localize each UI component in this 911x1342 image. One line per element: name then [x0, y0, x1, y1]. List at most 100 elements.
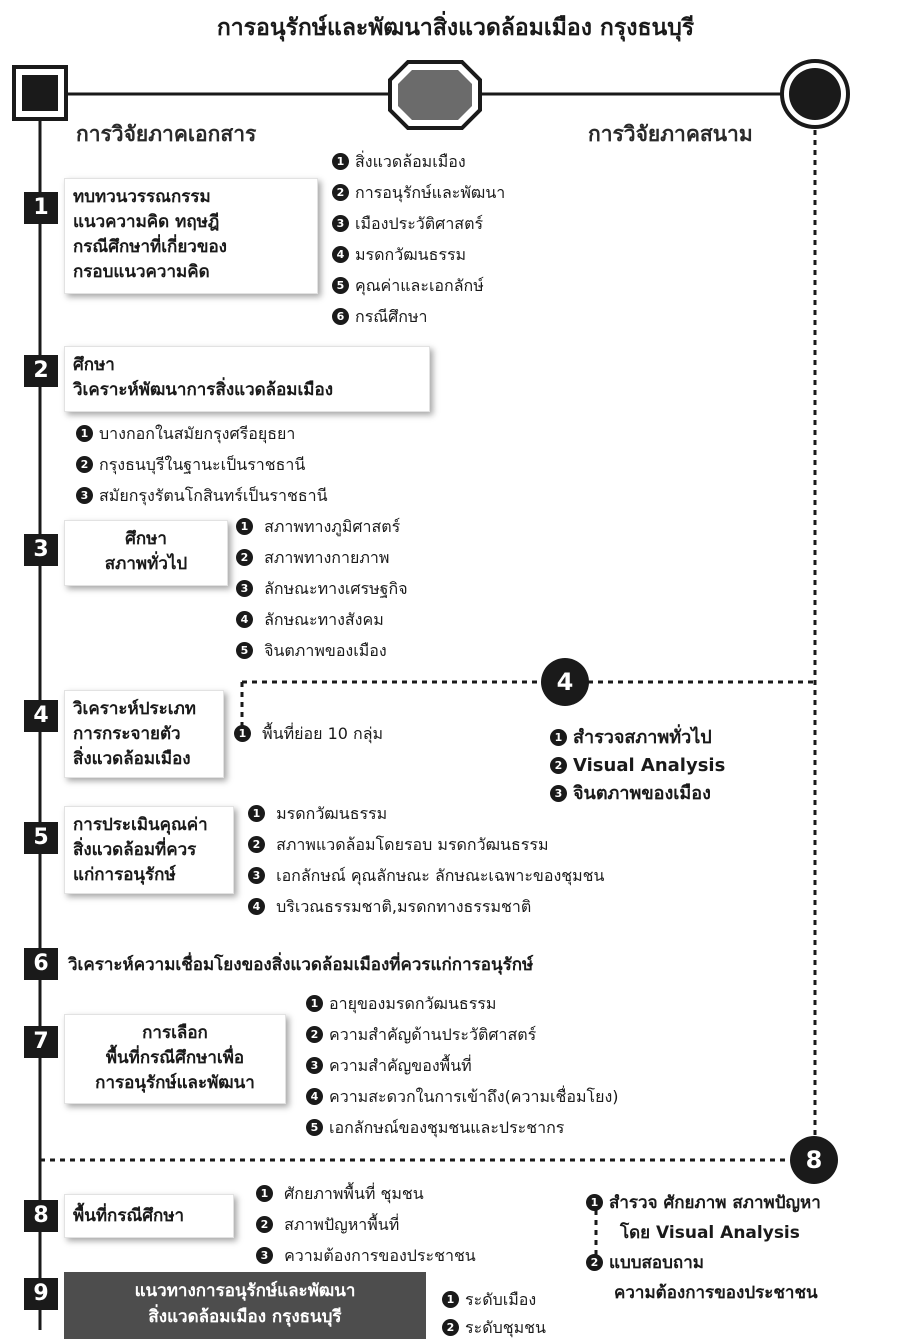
number-bullet-icon: 1 — [586, 1193, 603, 1211]
step-8-number: 8 — [24, 1200, 58, 1232]
step-4-line: วิเคราะห์ประเภท — [73, 699, 197, 719]
step-2-box: ศึกษา วิเคราะห์พัฒนาการสิ่งแวดล้อมเมือง — [64, 346, 430, 412]
number-bullet-icon: 3 — [236, 580, 253, 597]
list-item: 5 จินตภาพของเมือง — [236, 635, 408, 666]
step-8-list: 1 ศักยภาพพื้นที่ ชุมชน 2 สภาพปัญหาพื้นที… — [256, 1178, 476, 1271]
number-bullet-icon: 2 — [76, 456, 93, 473]
step-1-box: ทบทวนวรรณกรรม แนวความคิด ทฤษฎี กรณีศึกษา… — [64, 178, 318, 294]
number-bullet-icon: 6 — [332, 308, 349, 325]
step-3-line: ศึกษา — [125, 529, 167, 549]
list-item: 4 ลักษณะทางสังคม — [236, 604, 408, 635]
step-1-line: กรณีศึกษาที่เกี่ยวของ — [73, 237, 227, 257]
step-2-line: ศึกษา — [73, 355, 115, 375]
number-bullet-icon: 3 — [550, 784, 567, 802]
number-bullet-icon: 2 — [306, 1026, 323, 1043]
step-5-list: 1 มรดกวัฒนธรรม 2 สภาพแวดล้อมโดยรอบ มรดกว… — [248, 798, 604, 922]
number-bullet-icon: 1 — [550, 728, 567, 746]
step-3-number: 3 — [24, 534, 58, 566]
number-bullet-icon: 5 — [236, 642, 253, 659]
step-4-line: การกระจายตัว — [73, 724, 181, 744]
field-step-8-marker: 8 — [790, 1136, 838, 1184]
step-2-line: วิเคราะห์พัฒนาการสิ่งแวดล้อมเมือง — [73, 380, 334, 400]
step-9-line: แนวทางการอนุรักษ์และพัฒนา — [134, 1281, 356, 1301]
number-bullet-icon: 3 — [306, 1057, 323, 1074]
list-item: 3 ความต้องการของประชาชน — [256, 1240, 476, 1271]
list-item-continuation: โดย Visual Analysis — [620, 1223, 800, 1243]
right-heading: การวิจัยภาคสนาม — [588, 122, 753, 146]
step-1-line: ทบทวนวรรณกรรม — [73, 187, 211, 207]
step-9-line: สิ่งแวดล้อมเมือง กรุงธนบุรี — [148, 1307, 342, 1327]
number-bullet-icon: 4 — [248, 898, 265, 915]
number-bullet-icon: 4 — [236, 611, 253, 628]
number-bullet-icon: 2 — [586, 1253, 603, 1271]
number-bullet-icon: 4 — [332, 246, 349, 263]
number-bullet-icon: 2 — [256, 1216, 273, 1233]
step-4-number: 4 — [24, 700, 58, 732]
step-7-line: การเลือก — [142, 1023, 208, 1043]
step-7-number: 7 — [24, 1026, 58, 1058]
step-6-number: 6 — [24, 948, 58, 980]
field-step-4-marker: 4 — [541, 658, 589, 706]
list-item: 3 ลักษณะทางเศรษฐกิจ — [236, 573, 408, 604]
number-bullet-icon: 1 — [442, 1291, 459, 1308]
number-bullet-icon: 1 — [234, 725, 251, 742]
step-1-line: แนวความคิด ทฤษฎี — [73, 212, 220, 232]
step-8-box: พื้นที่กรณีศึกษา — [64, 1194, 234, 1238]
number-bullet-icon: 1 — [76, 425, 93, 442]
number-bullet-icon: 5 — [332, 277, 349, 294]
step-5-number: 5 — [24, 822, 58, 854]
number-bullet-icon: 2 — [550, 756, 567, 774]
step-8-text: พื้นที่กรณีศึกษา — [73, 1206, 185, 1226]
number-bullet-icon: 1 — [332, 153, 349, 170]
number-bullet-icon: 3 — [256, 1247, 273, 1264]
step-7-line: การอนุรักษ์และพัฒนา — [95, 1073, 255, 1093]
step-9-number: 9 — [24, 1278, 58, 1310]
page-title: การอนุรักษ์และพัฒนาสิ่งแวดล้อมเมือง กรุง… — [216, 15, 695, 41]
number-bullet-icon: 1 — [256, 1185, 273, 1202]
step-6-text: วิเคราะห์ความเชื่อมโยงของสิ่งแวดล้อมเมือ… — [68, 955, 534, 975]
list-item: 1 สภาพทางภูมิศาสตร์ — [236, 511, 408, 542]
list-item: 1 พื้นที่ย่อย 10 กลุ่ม — [234, 718, 383, 749]
step-4-list: 1 พื้นที่ย่อย 10 กลุ่ม — [234, 718, 383, 749]
step-5-line: การประเมินคุณค่า — [73, 815, 208, 835]
step-2-number: 2 — [24, 355, 58, 387]
number-bullet-icon: 3 — [332, 215, 349, 232]
list-item: 2 สภาพทางกายภาพ — [236, 542, 408, 573]
step-5-box: การประเมินคุณค่า สิ่งแวดล้อมที่ควร แก่กา… — [64, 806, 234, 894]
list-item: 2 สภาพแวดล้อมโดยรอบ มรดกวัฒนธรรม — [248, 829, 604, 860]
step-7-line: พื้นที่กรณีศึกษาเพื่อ — [105, 1048, 245, 1068]
number-bullet-icon: 5 — [306, 1119, 323, 1136]
list-item-continuation: ความต้องการของประชาชน — [614, 1283, 818, 1303]
step-4-box: วิเคราะห์ประเภท การกระจายตัว สิ่งแวดล้อม… — [64, 690, 224, 778]
number-bullet-icon: 4 — [306, 1088, 323, 1105]
number-bullet-icon: 2 — [236, 549, 253, 566]
list-item: 2 สภาพปัญหาพื้นที่ — [256, 1209, 476, 1240]
list-item: 3 เอกลักษณ์ คุณลักษณะ ลักษณะเฉพาะของชุมช… — [248, 860, 604, 891]
step-3-box: ศึกษา สภาพทั่วไป — [64, 520, 228, 586]
step-3-list: 1 สภาพทางภูมิศาสตร์ 2 สภาพทางกายภาพ 3 ลั… — [236, 511, 408, 666]
